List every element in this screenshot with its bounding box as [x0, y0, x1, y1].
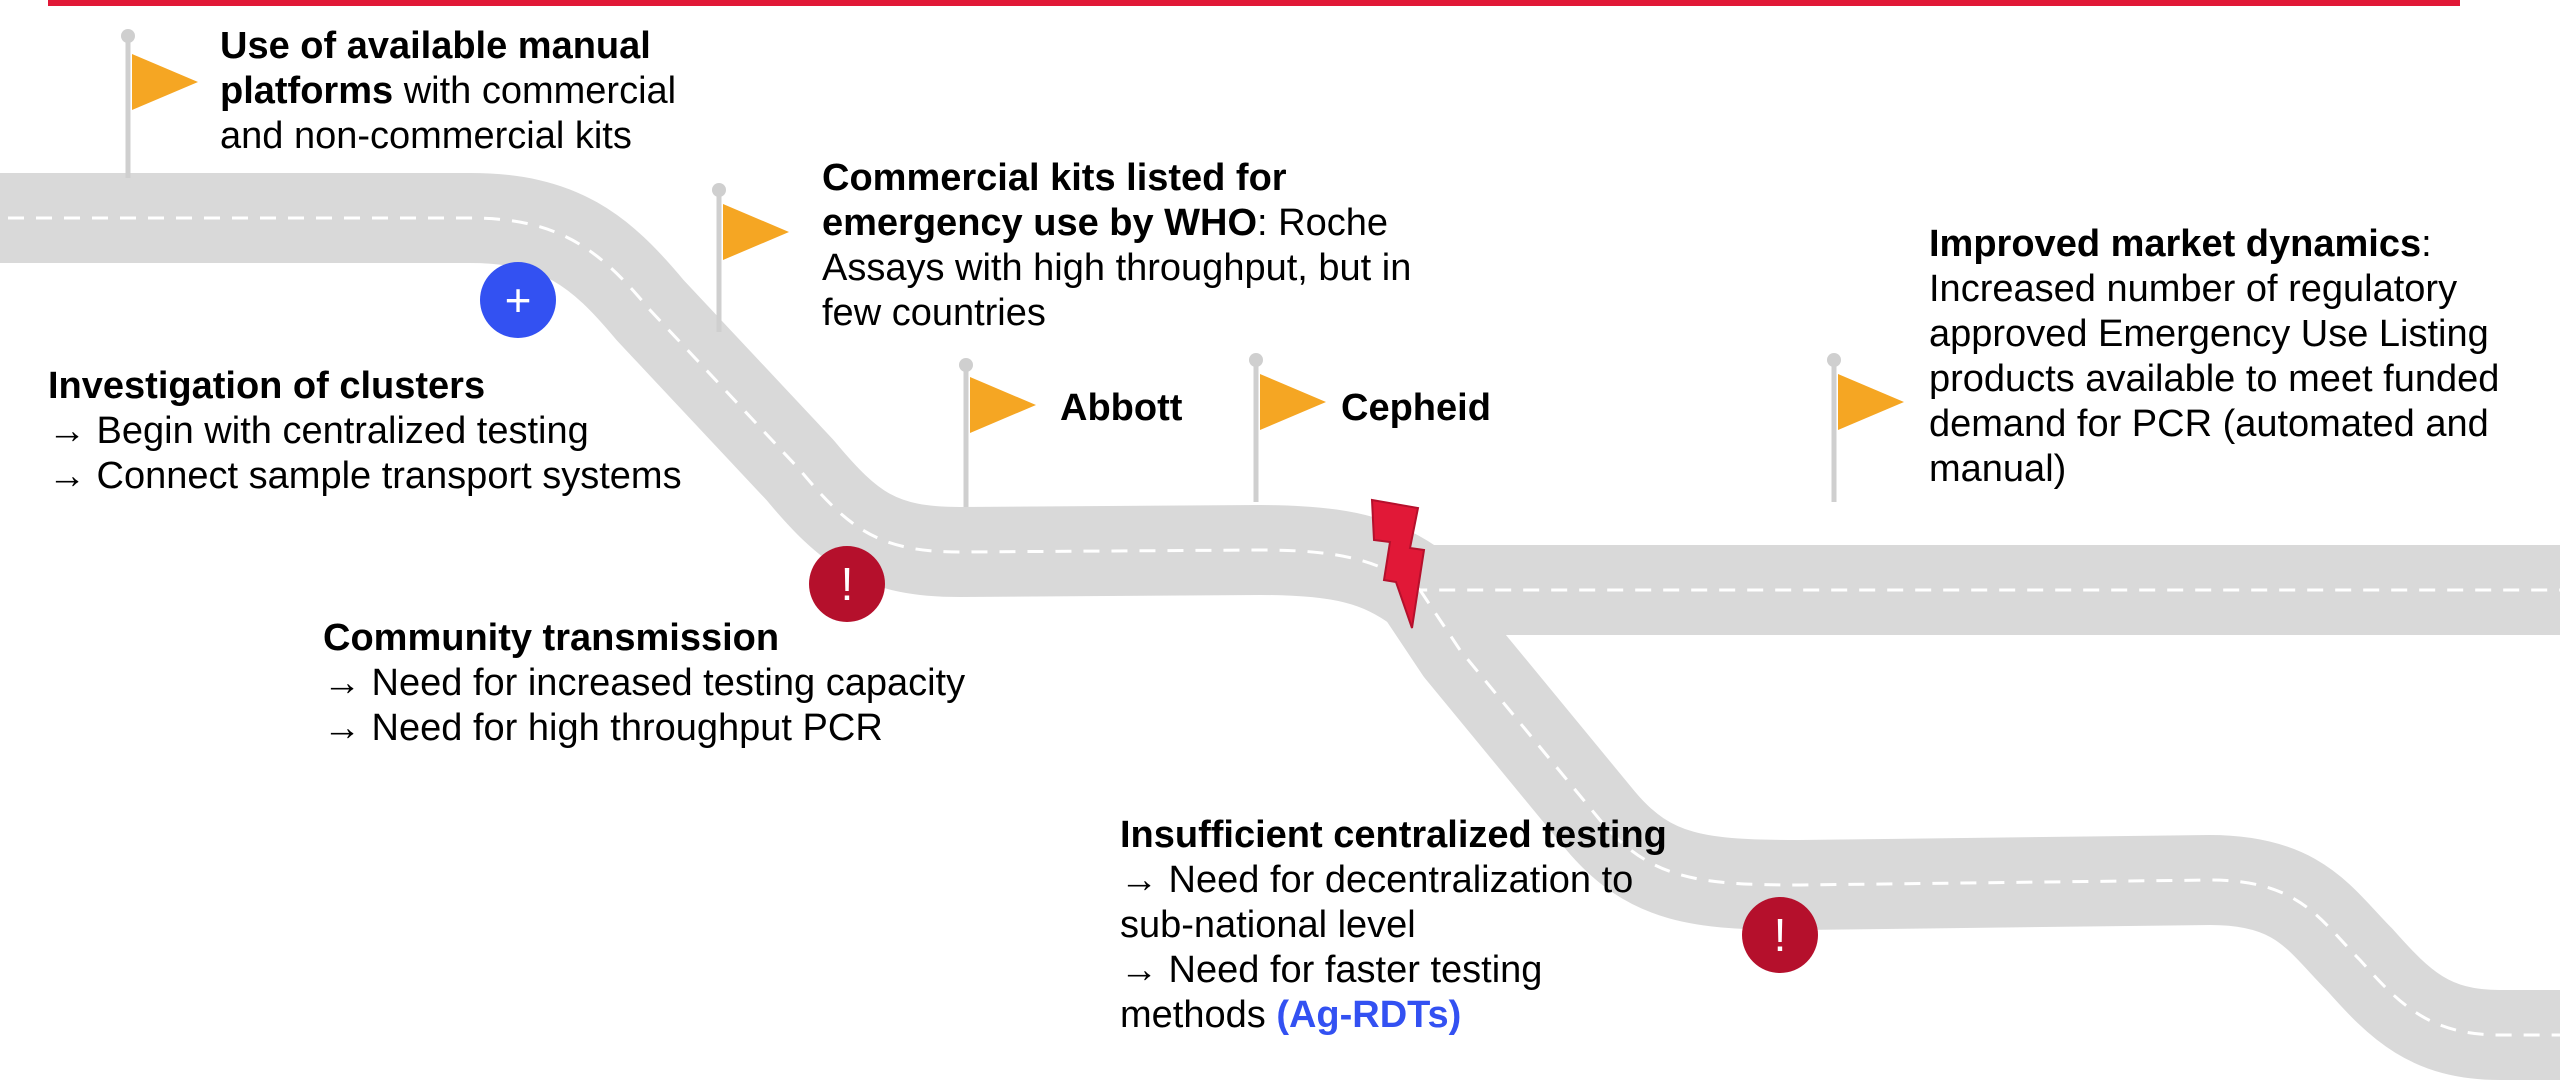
milestone-text: demand for PCR (automated and: [1929, 403, 2489, 445]
event-text: methods: [1120, 994, 1277, 1036]
milestone-title: Commercial kits listed for: [822, 157, 1287, 199]
milestone-text: :: [2421, 223, 2432, 265]
event-text: → Need for faster testing: [1120, 949, 1543, 991]
milestone-text: : Roche: [1257, 202, 1389, 244]
event-insufficient-centralized-testing: Insufficient centralized testing → Need …: [1120, 813, 1667, 1038]
milestone-text: few countries: [822, 292, 1046, 334]
milestone-cepheid: Cepheid: [1341, 387, 1491, 429]
milestone-title: Use of available manual: [220, 25, 651, 67]
milestone-text: manual): [1929, 448, 2067, 490]
milestone-who-kits: Commercial kits listed for emergency use…: [822, 156, 1411, 336]
event-text: sub-national level: [1120, 904, 1416, 946]
milestone-text: Assays with high throughput, but in: [822, 247, 1412, 289]
milestone-text: products available to meet funded: [1929, 358, 2500, 400]
event-title: Community transmission: [323, 617, 780, 659]
milestone-market-dynamics: Improved market dynamics: Increased numb…: [1929, 222, 2499, 492]
event-text: → Need for decentralization to: [1120, 859, 1634, 901]
ag-rdts-highlight: (Ag-RDTs): [1276, 994, 1462, 1036]
milestone-text: and non-commercial kits: [220, 115, 632, 157]
event-community-transmission: Community transmission → Need for increa…: [323, 616, 965, 751]
milestone-title: platforms: [220, 70, 394, 112]
exclamation-icon: !: [1742, 897, 1818, 973]
event-title: Investigation of clusters: [48, 365, 486, 407]
flag-icon: [1249, 353, 1326, 502]
event-text: → Begin with centralized testing: [48, 410, 589, 452]
main-road-centerline: [0, 216, 2560, 592]
event-investigation-of-clusters: Investigation of clusters → Begin with c…: [48, 364, 682, 499]
milestone-manual-platforms: Use of available manual platforms with c…: [220, 24, 676, 159]
top-accent-bar: [48, 0, 2460, 6]
flag-icon: [121, 29, 198, 178]
milestone-title: emergency use by WHO: [822, 202, 1258, 244]
milestone-text: Increased number of regulatory: [1929, 268, 2458, 310]
event-title: Insufficient centralized testing: [1120, 814, 1667, 856]
lightning-bolt-icon: [1370, 498, 1426, 629]
flag-icon: [959, 358, 1036, 507]
exclamation-icon: !: [809, 546, 885, 622]
event-text: → Connect sample transport systems: [48, 455, 682, 497]
milestone-text: with commercial: [393, 70, 677, 112]
flag-icon: [712, 183, 789, 332]
event-text: → Need for increased testing capacity: [323, 662, 966, 704]
milestone-text: approved Emergency Use Listing: [1929, 313, 2489, 355]
milestone-title: Improved market dynamics: [1929, 223, 2422, 265]
branch-road-centerline: [1418, 589, 2560, 1037]
milestone-abbott: Abbott: [1060, 387, 1183, 429]
plus-icon: +: [480, 262, 556, 338]
flag-icon: [1827, 353, 1904, 502]
event-text: → Need for high throughput PCR: [323, 707, 883, 749]
